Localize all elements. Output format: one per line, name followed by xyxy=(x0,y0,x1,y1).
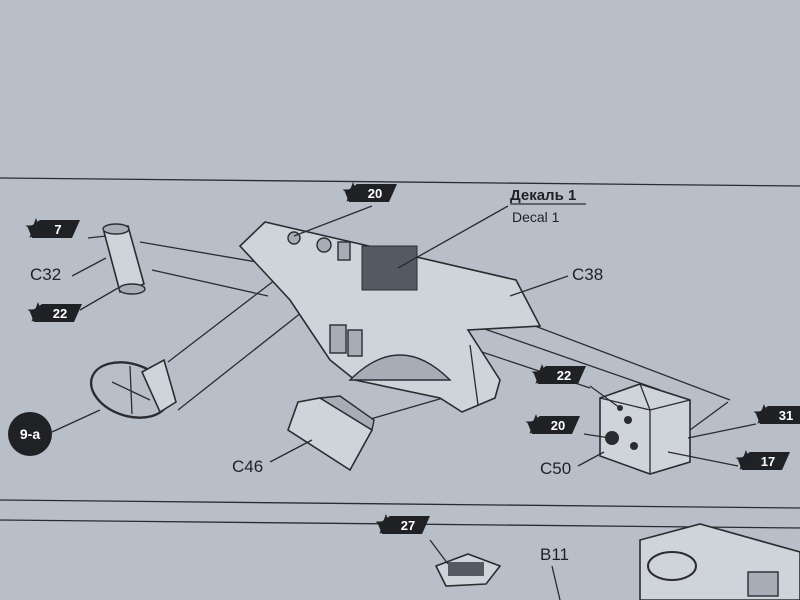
badge-top: 20 xyxy=(293,182,397,237)
decal-label-ru: Декаль 1 xyxy=(510,187,576,204)
badge-steering-top-label: 7 xyxy=(54,222,61,237)
star-icon xyxy=(753,404,775,424)
star-icon xyxy=(25,218,47,238)
step-marker: 9-a xyxy=(8,409,101,456)
decal-label-en: Decal 1 xyxy=(512,209,560,225)
instrument-box-part xyxy=(599,383,691,475)
star-icon xyxy=(531,364,553,384)
label-c46: C46 xyxy=(232,457,263,476)
badge-steering-bottom-label: 22 xyxy=(53,306,67,321)
label-c32: C32 xyxy=(30,265,61,284)
steering-column-part xyxy=(102,223,146,295)
label-b11: B11 xyxy=(540,545,569,564)
badge-next-step-label: 27 xyxy=(401,518,415,533)
label-c50: C50 xyxy=(540,459,571,478)
bottom-divider xyxy=(0,499,800,509)
star-icon xyxy=(735,450,757,470)
badge-box-bottom-label: 17 xyxy=(761,454,775,469)
pedal-block-part xyxy=(287,395,375,472)
star-icon xyxy=(375,514,397,534)
star-icon xyxy=(525,414,547,434)
badge-box-left: 20 xyxy=(525,414,611,439)
badge-box-right: 31 xyxy=(687,404,800,439)
decal-area xyxy=(361,245,418,291)
star-icon xyxy=(27,302,49,322)
step-number: 9-a xyxy=(20,426,40,442)
star-icon xyxy=(342,182,364,202)
badge-group: 20 7 22 22 20 31 17 27 xyxy=(25,182,800,565)
top-divider xyxy=(0,177,800,187)
badge-box-top: 22 xyxy=(531,364,621,409)
next-step-dashboard-preview xyxy=(639,523,800,600)
badge-box-right-label: 31 xyxy=(779,408,793,423)
badge-steering-top: 7 xyxy=(25,218,107,239)
badge-top-label: 20 xyxy=(368,186,382,201)
label-c38: C38 xyxy=(572,265,603,284)
badge-box-left-label: 20 xyxy=(551,418,565,433)
badge-box-bottom: 17 xyxy=(667,450,790,470)
decal-leader xyxy=(397,205,509,269)
badge-next-step: 27 xyxy=(375,514,449,565)
steering-wheel-part xyxy=(89,358,177,419)
next-part-b11 xyxy=(434,553,502,587)
badge-steering-bottom: 22 xyxy=(27,287,119,322)
dashboard-part xyxy=(238,221,542,413)
badge-box-top-label: 22 xyxy=(557,368,571,383)
